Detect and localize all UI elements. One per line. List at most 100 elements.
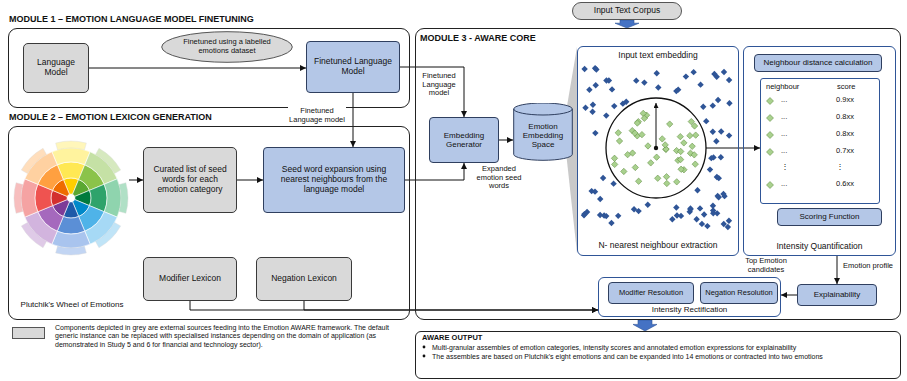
embedding-point bbox=[654, 70, 660, 76]
wheel-petal bbox=[56, 141, 87, 150]
neighbour-point bbox=[655, 175, 661, 181]
resolution-box: Negation Resolution bbox=[700, 282, 778, 304]
embedding-point bbox=[675, 86, 681, 92]
box-label: Language Model bbox=[27, 58, 85, 78]
embedding-point bbox=[713, 138, 719, 144]
embedding-point bbox=[697, 205, 703, 211]
neighbour-point bbox=[635, 178, 641, 184]
box-label: Modifier Lexicon bbox=[159, 274, 221, 284]
neighbour-point bbox=[662, 142, 668, 148]
wheel-petal bbox=[96, 223, 121, 248]
embedding-point bbox=[669, 216, 675, 222]
region-label: MODULE 3 - AWARE CORE bbox=[420, 33, 536, 43]
embedding-point bbox=[608, 220, 614, 226]
connector-label: Finetuned Language model bbox=[418, 72, 460, 98]
region-label: N- nearest neighbour extraction bbox=[578, 241, 738, 251]
distance-box: Neighbour distance calculation bbox=[754, 54, 882, 72]
wheel-petal bbox=[21, 223, 46, 248]
legend-swatch bbox=[12, 327, 45, 339]
table-cell: ⋮ bbox=[836, 163, 844, 172]
embedding-point bbox=[721, 221, 727, 227]
table-cell: ... bbox=[781, 113, 787, 122]
neighbour-radius bbox=[606, 98, 706, 198]
wheel-petal bbox=[119, 183, 128, 214]
embedding-point bbox=[610, 180, 616, 186]
region-label: Plutchik's Wheel of Emotions bbox=[13, 300, 131, 309]
box-label: Seed word expansion using nearest neighb… bbox=[267, 165, 401, 194]
embedding-panel: Input text embeddingN- nearest neighbour… bbox=[577, 46, 739, 256]
cylinder-rim bbox=[514, 109, 573, 115]
neighbour-point bbox=[632, 164, 638, 170]
connector bbox=[304, 301, 598, 310]
embedding-point bbox=[586, 87, 592, 93]
module-frame: MODULE 1 – EMOTION LANGUAGE MODEL FINETU… bbox=[8, 28, 410, 108]
connector-label: Emotion profile bbox=[840, 262, 896, 271]
bullet bbox=[423, 346, 426, 349]
neighbour-point bbox=[767, 149, 774, 156]
box-label: Explainability bbox=[814, 290, 861, 299]
neighbour-point bbox=[639, 131, 645, 137]
neighbour-point bbox=[691, 123, 697, 129]
neighbour-point bbox=[653, 154, 659, 160]
embedding-point bbox=[687, 206, 693, 212]
embedding-point bbox=[726, 217, 732, 223]
embedding-point bbox=[714, 193, 720, 199]
neighbour-point bbox=[648, 160, 654, 166]
embedding-space-cylinder: Emotion Embedding Space bbox=[513, 103, 573, 161]
connector-label: Top Emotion candidates bbox=[738, 257, 794, 274]
box-label: Emotion Embedding Space bbox=[516, 122, 570, 150]
model-box: Language Model bbox=[23, 43, 89, 93]
module-frame: MODULE 2 – EMOTION LEXICON GENERATIONPlu… bbox=[8, 126, 410, 320]
embedding-point bbox=[597, 212, 603, 218]
embedding-point bbox=[584, 209, 590, 215]
neighbour-point bbox=[634, 120, 640, 126]
block-arrow bbox=[615, 20, 639, 28]
block-arrow bbox=[633, 320, 657, 331]
plutchik-wheel bbox=[14, 141, 128, 255]
bullet bbox=[423, 355, 426, 358]
neighbour-point bbox=[674, 179, 680, 185]
embedding-point bbox=[707, 166, 713, 172]
scoring-box: Scoring Function bbox=[777, 208, 882, 226]
embedding-point bbox=[726, 100, 732, 106]
connector bbox=[781, 295, 797, 296]
embedding-point bbox=[582, 105, 588, 111]
cylinder-body bbox=[514, 103, 573, 160]
box-label: Negation Lexicon bbox=[271, 274, 337, 284]
region-label: score bbox=[837, 83, 855, 92]
embedding-point bbox=[694, 187, 700, 193]
embedding-point bbox=[631, 206, 637, 212]
embedding-point bbox=[714, 174, 720, 180]
embedding-point bbox=[726, 77, 732, 83]
neighbour-point bbox=[611, 161, 617, 167]
neighbour-point bbox=[615, 130, 621, 136]
neighbour-point bbox=[691, 152, 697, 158]
embedding-point bbox=[592, 188, 598, 194]
region-label: MODULE 2 – EMOTION LEXICON GENERATION bbox=[9, 112, 212, 122]
region-label: MODULE 1 – EMOTION LANGUAGE MODEL FINETU… bbox=[9, 14, 254, 24]
neighbour-point bbox=[767, 98, 774, 105]
seed-list-box: Curated list of seed words for each emot… bbox=[143, 147, 237, 213]
embedding-point bbox=[615, 213, 621, 219]
embedding-point bbox=[703, 118, 709, 124]
embedding-point bbox=[721, 69, 727, 75]
radius-arrow bbox=[656, 103, 657, 148]
table-cell: ... bbox=[781, 180, 787, 189]
embedding-point bbox=[710, 129, 716, 135]
region-label: Multi-granular assembles of emotion cate… bbox=[432, 344, 897, 352]
connector bbox=[405, 163, 464, 180]
wheel-petal bbox=[21, 148, 46, 173]
box-label: Curated list of seed words for each emot… bbox=[147, 165, 233, 194]
wheel-sector bbox=[52, 148, 90, 165]
wheel-sector bbox=[21, 179, 38, 217]
box-label: Input Text Corpus bbox=[594, 6, 660, 16]
embedding-point bbox=[711, 71, 717, 77]
neighbour-point bbox=[645, 143, 651, 149]
neighbour-point bbox=[663, 174, 669, 180]
embedding-point bbox=[710, 210, 716, 216]
embedding-point bbox=[674, 212, 680, 218]
wheel-figure: Plutchik's Wheel of Emotions bbox=[13, 131, 131, 315]
embedding-point bbox=[700, 104, 706, 110]
embedding-point bbox=[606, 77, 612, 83]
